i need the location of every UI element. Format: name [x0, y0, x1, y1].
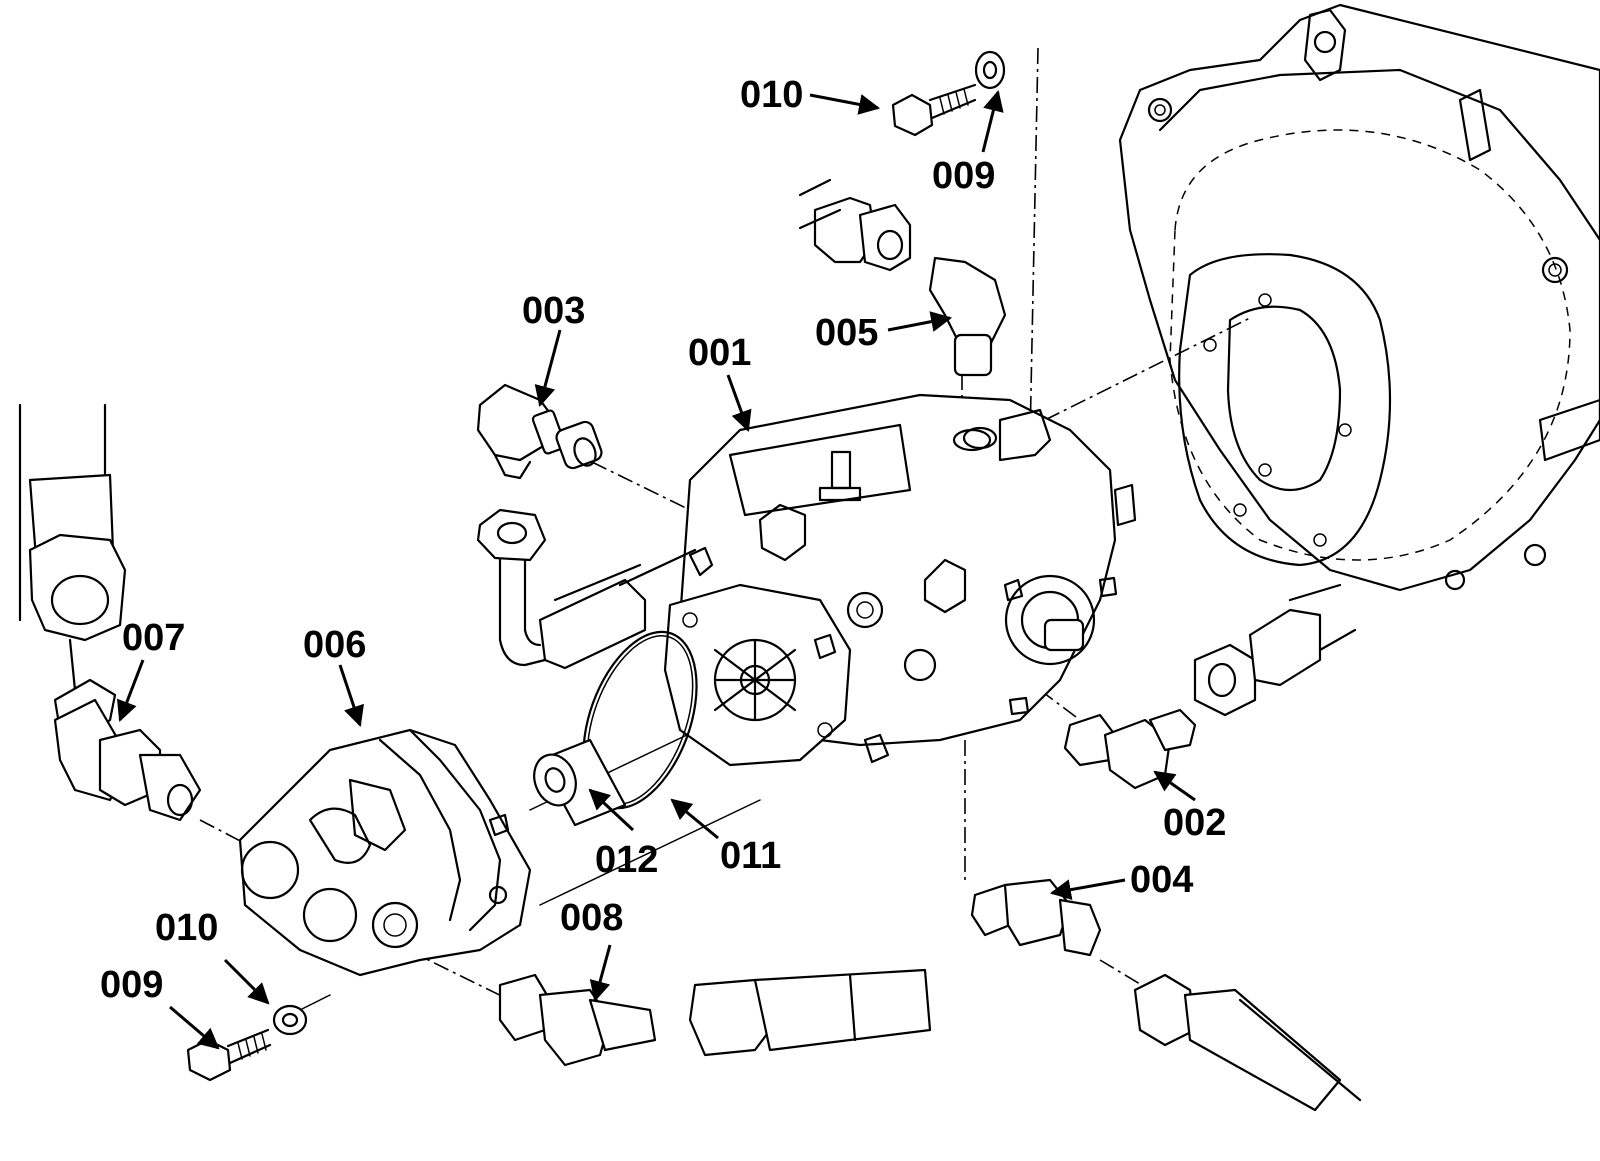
callout-002: 002	[1163, 802, 1226, 844]
callout-010-bottom: 010	[155, 907, 218, 949]
flywheel-housing	[1118, 3, 1600, 592]
callout-006: 006	[303, 624, 366, 666]
callout-005: 005	[815, 312, 878, 354]
coupling-012	[533, 738, 627, 827]
callout-001: 001	[688, 332, 751, 374]
callout-009-bottom: 009	[100, 964, 163, 1006]
elbow-fitting-003	[476, 383, 697, 670]
callout-010-top: 010	[740, 74, 803, 116]
elbow-fitting-002	[1063, 583, 1357, 790]
bolt-and-washer-top	[891, 50, 1006, 137]
callout-003: 003	[522, 290, 585, 332]
gear-pump-006	[238, 728, 532, 977]
callout-009-top: 009	[932, 155, 995, 197]
callout-004: 004	[1130, 859, 1193, 901]
callout-007: 007	[122, 617, 185, 659]
straight-fitting-004	[970, 878, 1362, 1112]
bolt-and-washer-bottom	[186, 1004, 308, 1082]
callout-011: 011	[720, 835, 781, 877]
callout-008: 008	[560, 897, 623, 939]
leader-arrows	[116, 89, 1196, 1050]
elbow-fitting-008	[498, 968, 932, 1067]
elbow-fitting-007	[18, 403, 202, 822]
callout-012: 012	[595, 839, 658, 881]
main-pump-body	[663, 393, 1137, 767]
elbow-fitting-005	[798, 178, 1007, 452]
